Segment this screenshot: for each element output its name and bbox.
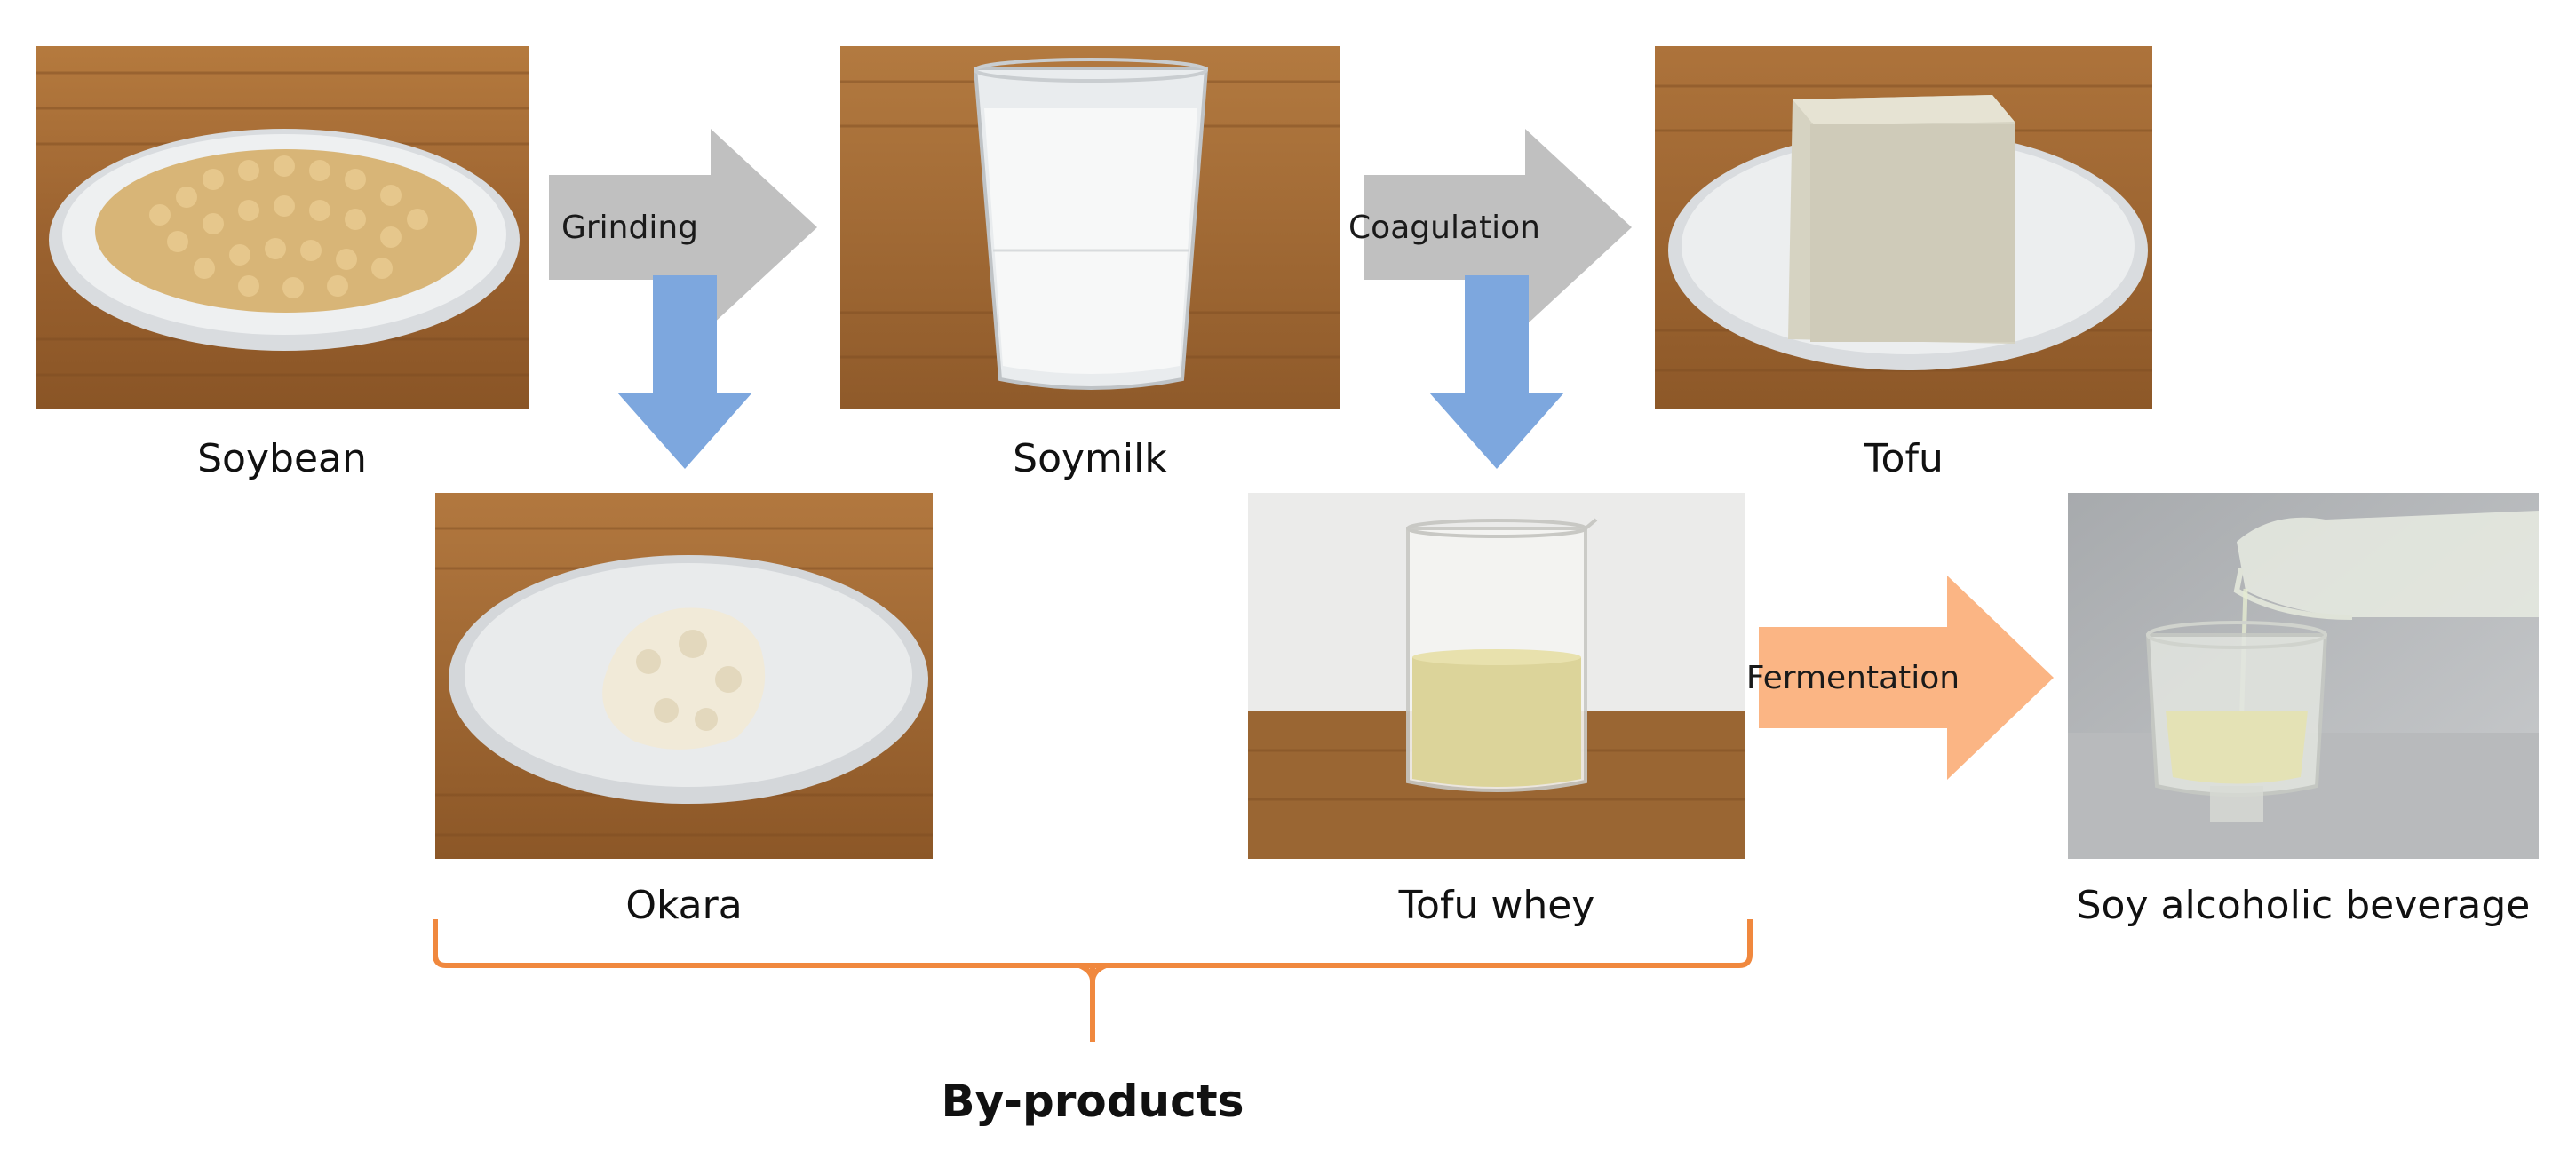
- okara-down-arrow: [617, 275, 752, 469]
- coagulation-label: Coagulation: [1348, 209, 1540, 246]
- byproducts-label: By-products: [941, 1076, 1244, 1127]
- tofu-whey-photo: [1248, 493, 1745, 859]
- soy-alcoholic-beverage-label: Soy alcoholic beverage: [2076, 883, 2531, 928]
- tofu-whey-label: Tofu whey: [1398, 883, 1595, 928]
- coagulation-arrow: Coagulation: [1348, 129, 1632, 326]
- soybean-photo: [36, 46, 529, 409]
- okara-label: Okara: [625, 883, 743, 928]
- soymilk-label: Soymilk: [1013, 436, 1167, 481]
- tofu-label: Tofu: [1864, 436, 1944, 481]
- fermentation-label: Fermentation: [1745, 659, 1960, 696]
- soymilk-photo: [840, 46, 1340, 409]
- tofu-whey-down-arrow: [1429, 275, 1564, 469]
- tofu-photo: [1655, 46, 2152, 409]
- soybean-label: Soybean: [197, 436, 367, 481]
- grinding-label: Grinding: [561, 209, 699, 246]
- byproducts-bracket: [426, 919, 1759, 1044]
- soy-alcoholic-beverage-photo: [2068, 493, 2539, 859]
- okara-photo: [435, 493, 933, 859]
- fermentation-arrow: Fermentation: [1745, 576, 2054, 780]
- grinding-arrow: Grinding: [549, 129, 817, 326]
